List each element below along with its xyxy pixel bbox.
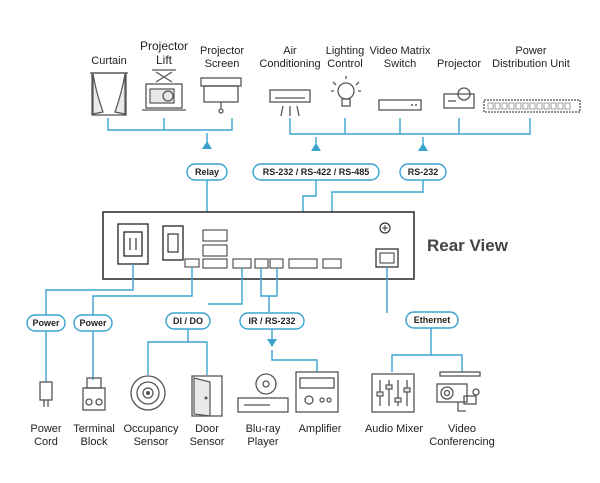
amplifier-icon	[295, 371, 339, 413]
ethernet-pill: Ethernet	[405, 311, 459, 329]
video-matrix-switch-icon	[378, 99, 422, 111]
projector-label: Projector	[437, 58, 481, 70]
serial-multi-label: RS-232 / RS-422 / RS-485	[263, 167, 370, 177]
power-left-pill: Power	[26, 314, 66, 332]
terminal-block-label-2: Block	[81, 436, 108, 448]
dido-pill: DI / DO	[165, 312, 211, 330]
pdu-label-2: Distribution Unit	[492, 58, 570, 70]
projector-screen-label-2: Screen	[205, 58, 240, 70]
relay-label: Relay	[195, 167, 219, 177]
air-conditioning-icon	[269, 89, 311, 117]
video-conferencing-icon	[436, 371, 481, 412]
control-device-rear	[102, 211, 415, 280]
air-conditioning-label-2: Conditioning	[259, 58, 320, 70]
bluray-player-label-2: Player	[247, 436, 279, 448]
projector-screen-label-1: Projector	[200, 45, 244, 57]
pdu-icon	[483, 99, 581, 113]
power-right-label: Power	[79, 318, 107, 328]
rear-view-label: Rear View	[427, 236, 509, 255]
occupancy-sensor-label-2: Sensor	[134, 436, 169, 448]
ethernet-label: Ethernet	[414, 315, 451, 325]
power-right-pill: Power	[73, 314, 113, 332]
relay-terminals	[202, 229, 228, 269]
air-conditioning-label-1: Air	[283, 45, 297, 57]
relay-pill: Relay	[186, 163, 228, 181]
door-sensor-icon	[191, 375, 223, 417]
power-cord-label-2: Cord	[34, 436, 58, 448]
video-conferencing-label-1: Video	[448, 423, 476, 435]
audio-mixer-label: Audio Mixer	[365, 423, 423, 435]
audio-mixer-icon	[371, 373, 415, 413]
projector-screen-icon	[200, 77, 242, 114]
dido-label: DI / DO	[173, 316, 203, 326]
projector-lift-label-1: Projector	[140, 39, 188, 53]
curtain-icon	[90, 72, 128, 116]
serial-232-terminal	[322, 258, 342, 269]
video-matrix-switch-label-2: Switch	[384, 58, 416, 70]
bluray-player-icon	[237, 373, 289, 413]
projector-icon	[443, 87, 475, 109]
projector-lift-icon	[142, 69, 186, 111]
light-bulb-icon	[331, 76, 361, 107]
lighting-control-label-2: Control	[327, 58, 362, 70]
amplifier-label: Amplifier	[299, 423, 342, 435]
serial-232-pill: RS-232	[399, 163, 447, 181]
terminal-block-icon	[82, 377, 106, 411]
lighting-control-label-1: Lighting	[326, 45, 365, 57]
video-matrix-switch-label-1: Video Matrix	[370, 45, 431, 57]
occupancy-sensor-icon	[130, 375, 166, 411]
serial-multi-terminal	[288, 258, 318, 269]
power-cord-label-1: Power	[30, 423, 62, 435]
power-cord-icon	[39, 381, 53, 407]
power-switch	[162, 225, 184, 261]
pdu-label-1: Power	[515, 45, 547, 57]
bluray-player-label-1: Blu-ray	[246, 423, 281, 435]
door-sensor-label-1: Door	[195, 423, 219, 435]
door-sensor-label-2: Sensor	[190, 436, 225, 448]
ir-rs232-pill: IR / RS-232	[239, 312, 305, 330]
serial-232-label: RS-232	[408, 167, 439, 177]
video-conferencing-label-2: Conferencing	[429, 436, 494, 448]
terminal-block-label-1: Terminal	[73, 423, 115, 435]
ground-screw-icon	[379, 222, 391, 234]
ir-rs232-label: IR / RS-232	[248, 316, 295, 326]
projector-lift-label-2: Lift	[156, 53, 173, 67]
power-left-label: Power	[32, 318, 60, 328]
serial-multi-pill: RS-232 / RS-422 / RS-485	[252, 163, 380, 181]
occupancy-sensor-label-1: Occupancy	[123, 423, 179, 435]
curtain-label: Curtain	[91, 55, 126, 67]
bottom-wiring	[45, 264, 463, 382]
